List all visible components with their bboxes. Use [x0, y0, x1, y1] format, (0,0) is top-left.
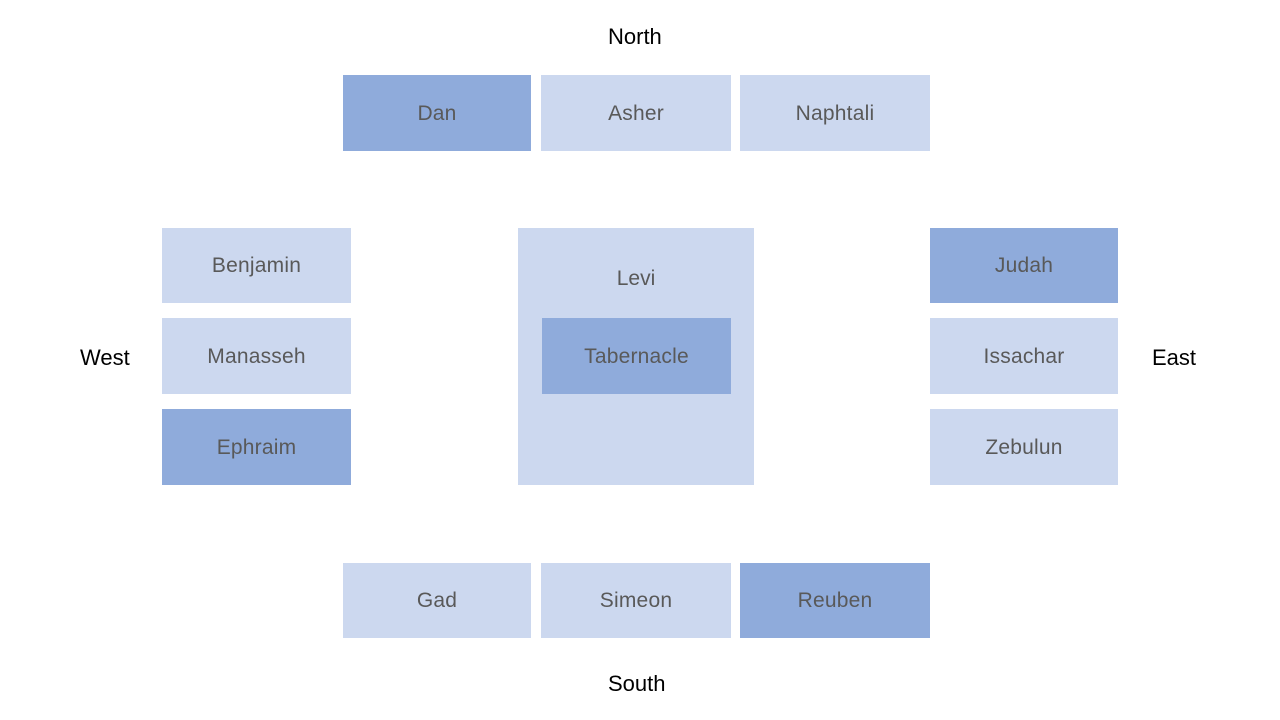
tribe-box-benjamin[interactable]: Benjamin: [162, 228, 351, 303]
tribe-box-ephraim[interactable]: Ephraim: [162, 409, 351, 485]
tribe-box-gad[interactable]: Gad: [343, 563, 531, 638]
tribe-box-levi-label: Levi: [616, 267, 656, 290]
direction-label-south: South: [608, 671, 666, 696]
direction-label-east: East: [1152, 345, 1197, 370]
tribe-box-judah[interactable]: Judah: [930, 228, 1118, 303]
tribe-box-simeon[interactable]: Simeon: [541, 563, 731, 638]
tabernacle-box[interactable]: Tabernacle: [542, 318, 731, 394]
tribe-box-manasseh[interactable]: Manasseh: [162, 318, 351, 394]
direction-label-north: North: [608, 24, 662, 49]
tribe-box-zebulun[interactable]: Zebulun: [930, 409, 1118, 485]
tribe-box-asher[interactable]: Asher: [541, 75, 731, 151]
tribe-box-naphtali[interactable]: Naphtali: [740, 75, 930, 151]
tribe-box-reuben[interactable]: Reuben: [740, 563, 930, 638]
direction-label-west: West: [80, 345, 130, 370]
tribe-box-dan[interactable]: Dan: [343, 75, 531, 151]
tribe-box-issachar[interactable]: Issachar: [930, 318, 1118, 394]
